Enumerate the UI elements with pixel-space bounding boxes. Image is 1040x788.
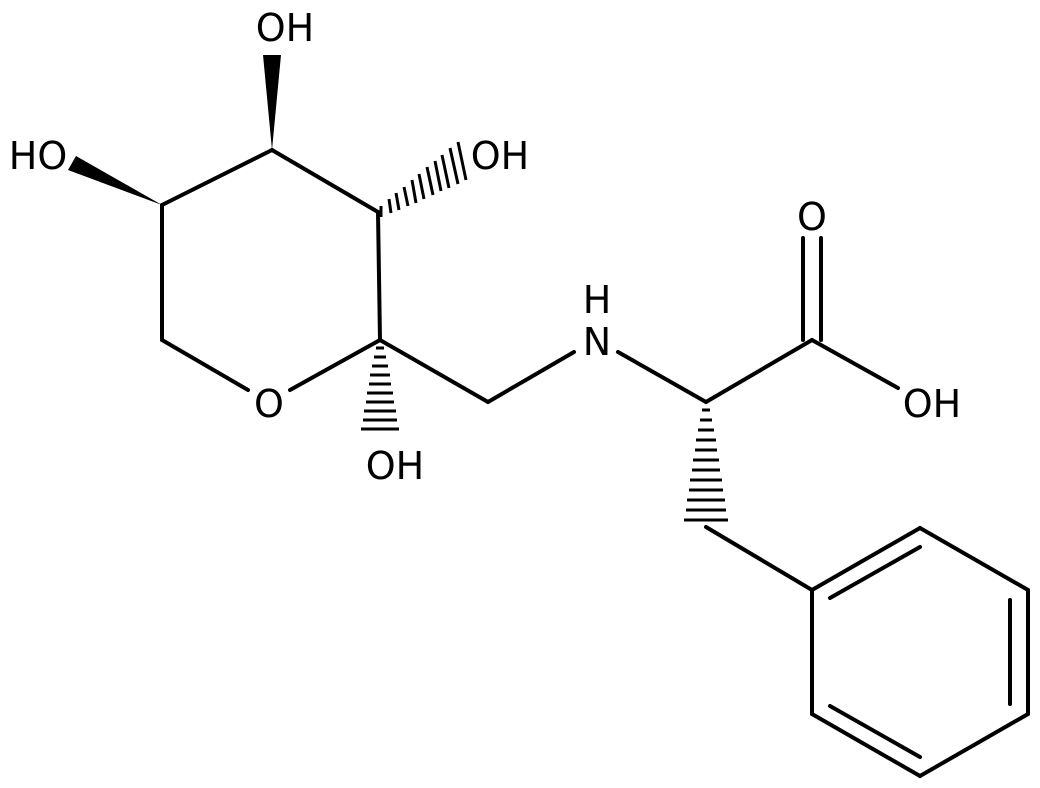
wedge-bond-c3-oh <box>263 55 281 150</box>
bond-ring-c1-o <box>288 338 382 392</box>
label-ho-left: HO <box>9 134 67 178</box>
phenyl-ring <box>810 526 1030 778</box>
bond-ring-c3-c2 <box>270 148 380 214</box>
hashed-bond-c2-oh <box>379 141 468 217</box>
label-oh-right: OH <box>471 134 529 178</box>
bond-ring-c2-c1 <box>376 210 382 342</box>
bond-c1-ch2 <box>378 338 490 404</box>
hashed-bond-c1-oh <box>361 346 399 431</box>
label-ring-oxygen: O <box>254 382 284 426</box>
label-acid-oh: OH <box>903 382 961 426</box>
bond-ring-c4-c3 <box>160 148 274 207</box>
label-carbonyl-oxygen: O <box>797 195 827 239</box>
wedge-bond-c4-ho <box>68 156 162 205</box>
bond-ring-o-c5 <box>160 338 250 392</box>
hashed-bond-calpha-ch2 <box>684 408 728 522</box>
bond-calpha-ccooh <box>704 338 814 404</box>
label-amine-nitrogen: N <box>583 320 611 364</box>
label-amine-hydrogen: H <box>583 278 612 322</box>
bond-ccooh-oh <box>810 338 900 390</box>
bond-ch2-n <box>486 350 576 404</box>
label-oh-bottom: OH <box>366 444 424 488</box>
bond-n-calpha <box>616 350 708 404</box>
label-oh-top: OH <box>256 6 314 50</box>
bond-ch2-phenyl <box>704 525 814 592</box>
